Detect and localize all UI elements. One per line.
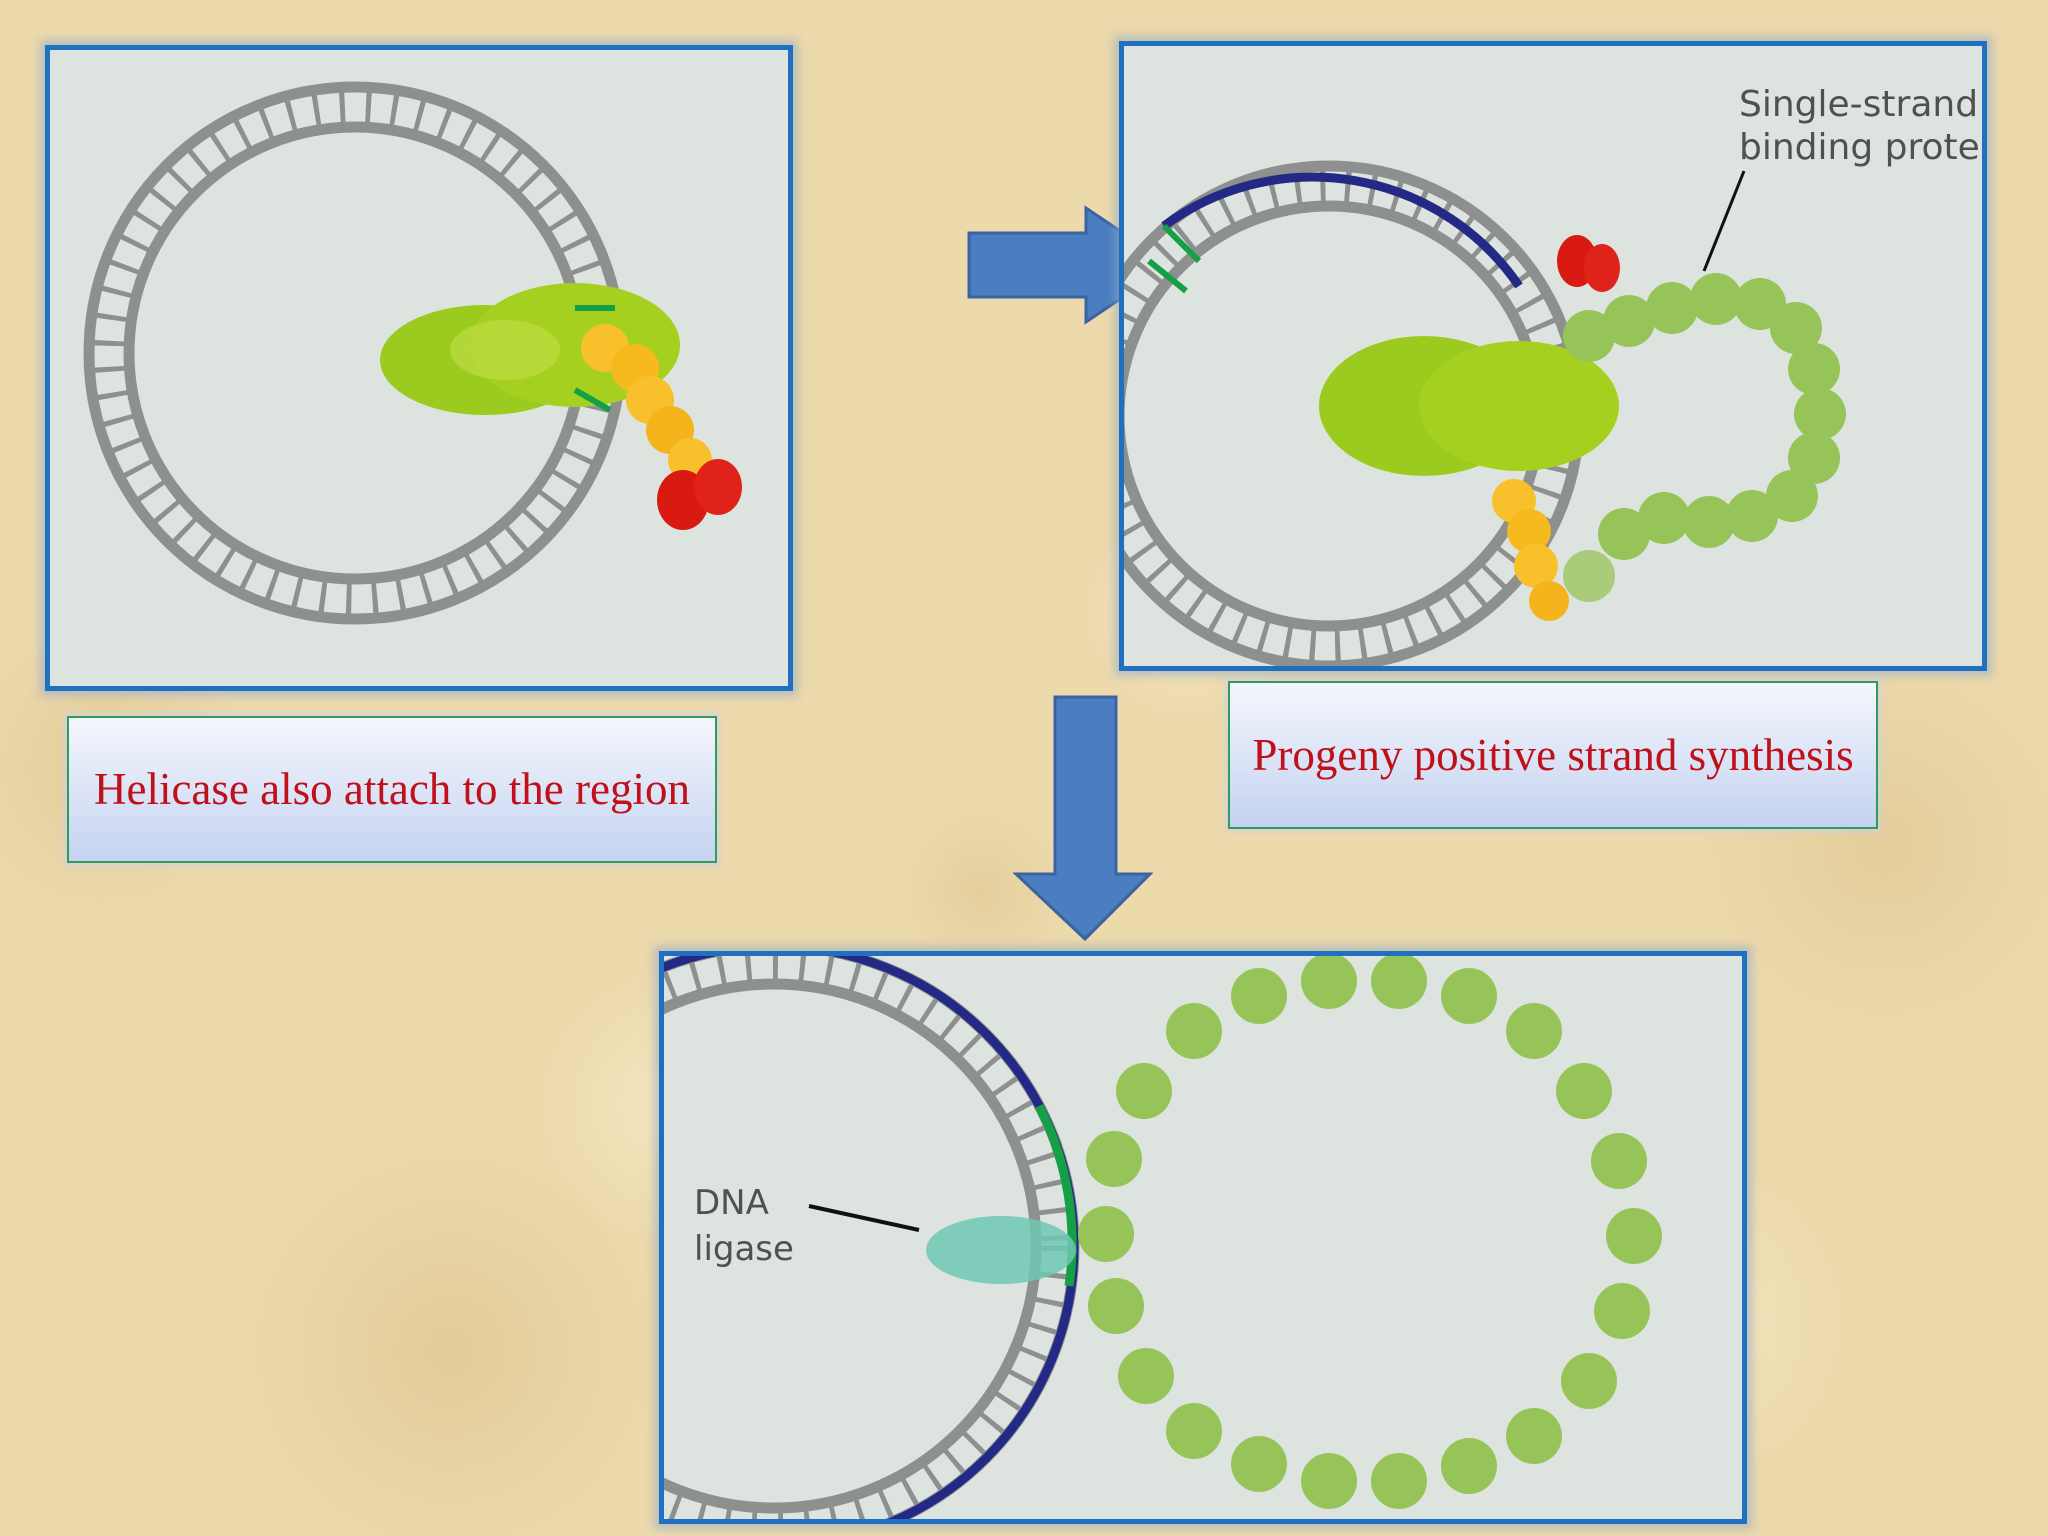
- ligase-label-line2: ligase: [694, 1229, 794, 1269]
- ligase-diagram: DNA ligase: [664, 956, 1662, 1519]
- ligase-pointer-line: [808, 1204, 920, 1232]
- ligase-label-line1: DNA: [694, 1183, 769, 1223]
- caption-progeny: Progeny positive strand synthesis: [1228, 681, 1878, 829]
- ssb-protein-loop: [1078, 956, 1662, 1509]
- origin-marker: [1147, 223, 1202, 294]
- caption-helicase-text: Helicase also attach to the region: [93, 764, 690, 814]
- ssb-label-line1: Single-strand: [1739, 84, 1978, 125]
- panel-progeny-synthesis: Single-strand binding protein: [1119, 41, 1987, 671]
- ssb-label-line2: binding protein: [1739, 127, 1982, 168]
- caption-progeny-text: Progeny positive strand synthesis: [1252, 729, 1854, 780]
- caption-helicase: Helicase also attach to the region: [67, 716, 717, 863]
- dna-ligase-enzyme: [926, 1216, 1076, 1284]
- origin-marker: [573, 305, 615, 413]
- panel-dna-ligase: DNA ligase: [659, 951, 1747, 1524]
- red-protein: [1557, 235, 1620, 292]
- helicase-diagram: [83, 81, 742, 625]
- helicase-protein: [1319, 336, 1619, 476]
- progeny-synthesis-diagram: Single-strand binding protein: [1124, 84, 1982, 666]
- yellow-protein-cluster: [1492, 479, 1569, 621]
- ssb-protein-loop: [1563, 273, 1846, 602]
- ligation-site-marker: [1034, 1103, 1077, 1287]
- red-protein: [657, 459, 742, 530]
- new-positive-strand: [1161, 172, 1523, 289]
- ssb-pointer-line: [1702, 170, 1746, 272]
- arrow-down-icon: [1013, 695, 1153, 942]
- panel-helicase-attach: [45, 45, 793, 691]
